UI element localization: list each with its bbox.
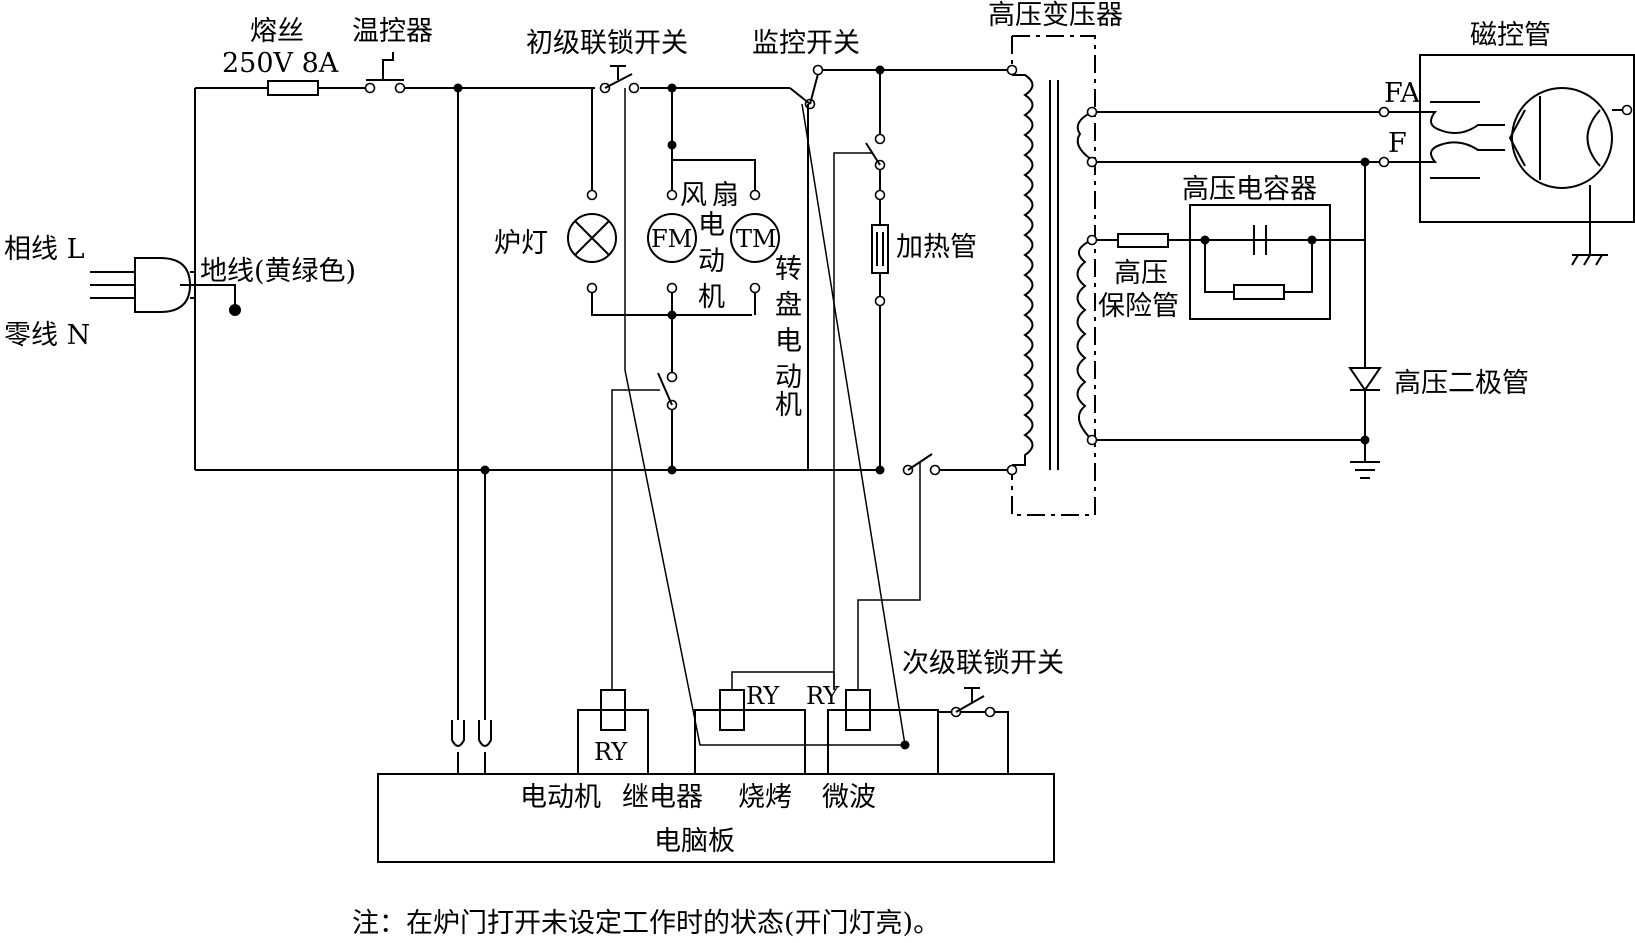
fan-motor-label: 风 扇 电 动 机 <box>680 180 739 313</box>
hv-fuse-label-2: 保险管 <box>1098 291 1179 322</box>
footnote: 注：在炉门打开未设定工作时的状态(开门灯亮)。 <box>352 908 940 938</box>
board-power-feeds <box>451 83 492 774</box>
svg-text:电: 电 <box>698 210 725 241</box>
svg-text:RY: RY <box>806 682 840 710</box>
neutral-label: 零线 N <box>4 320 90 351</box>
hv-transformer-label: 高压变压器 <box>988 0 1123 31</box>
fuse-label: 熔丝 <box>250 16 304 47</box>
hv-transformer <box>1006 35 1098 516</box>
tm-label: TM <box>736 225 777 253</box>
heater-label: 加热管 <box>896 232 977 263</box>
svg-text:盘: 盘 <box>775 290 802 321</box>
ground-label: 地线(黄绿色) <box>200 256 356 287</box>
fuse <box>267 80 319 96</box>
svg-text:转: 转 <box>775 254 802 285</box>
svg-text:电: 电 <box>775 326 802 357</box>
turntable-motor: TM <box>730 189 780 315</box>
interlock-linkage-wires <box>624 88 910 750</box>
microwave-relay: RY <box>806 682 939 775</box>
secondary-interlock-label: 次级联锁开关 <box>902 648 1064 679</box>
grill-relay: RY <box>694 671 835 775</box>
main-wiring <box>194 69 1012 471</box>
thermostat-switch <box>364 52 406 94</box>
svg-text:动: 动 <box>698 246 725 277</box>
heater-branch <box>833 65 889 690</box>
svg-text:RY: RY <box>746 682 780 710</box>
turntable-motor-label: 转 盘 电 动 机 <box>775 254 802 421</box>
oven-lamp <box>567 88 752 316</box>
thermostat-label: 温控器 <box>352 16 433 47</box>
magnetron <box>1378 54 1635 266</box>
fa-label: FA <box>1384 78 1420 109</box>
svg-text:风: 风 <box>680 180 707 211</box>
board-label: 电脑板 <box>654 826 735 857</box>
monitor-switch-label: 监控开关 <box>752 28 860 59</box>
fuse-rating-label: 250V 8A <box>222 48 339 79</box>
motor-relay: RY <box>577 689 649 775</box>
primary-interlock-switch <box>599 65 640 94</box>
primary-interlock-label: 初级联锁开关 <box>526 28 688 59</box>
hv-diode-label: 高压二极管 <box>1394 368 1529 399</box>
svg-text:扇: 扇 <box>712 180 739 211</box>
hv-capacitor <box>1189 204 1331 320</box>
hv-fuse <box>1117 233 1169 248</box>
secondary-interlock-switch <box>937 687 1009 775</box>
f-label: F <box>1388 128 1407 159</box>
board-function-motor: 电动机 <box>520 782 601 813</box>
board-function-grill: 烧烤 <box>738 782 792 813</box>
live-label: 相线 L <box>4 234 85 265</box>
microwave-relay-contact <box>857 453 941 690</box>
board-function-microwave: 微波 <box>822 782 876 813</box>
monitor-switch <box>789 64 824 470</box>
svg-text:机: 机 <box>698 282 725 313</box>
hv-diode <box>1348 367 1382 392</box>
hv-capacitor-label: 高压电容器 <box>1182 174 1317 205</box>
motor-relay-contact <box>611 315 678 690</box>
lamp-label: 炉灯 <box>494 228 548 259</box>
board-function-relay: 继电器 <box>622 782 703 813</box>
power-plug <box>90 257 241 316</box>
svg-text:动: 动 <box>775 362 802 393</box>
fm-label: FM <box>651 225 692 253</box>
fan-motor: FM <box>647 83 756 320</box>
svg-text:机: 机 <box>775 390 802 421</box>
magnetron-label: 磁控管 <box>1470 20 1551 51</box>
svg-text:RY: RY <box>594 738 628 766</box>
hv-fuse-label-1: 高压 <box>1114 258 1168 289</box>
